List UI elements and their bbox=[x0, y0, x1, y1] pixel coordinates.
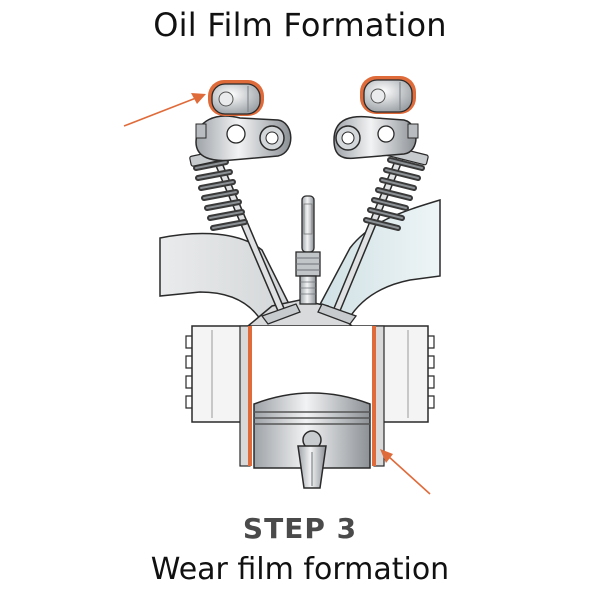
callout-arrow-cylinder bbox=[380, 449, 431, 495]
callout-arrow-cam bbox=[123, 93, 206, 127]
connecting-rod bbox=[297, 445, 327, 489]
exhaust-valve bbox=[317, 144, 408, 325]
step-label: STEP 3 bbox=[242, 512, 358, 545]
diagram-title: Oil Film Formation bbox=[153, 6, 447, 44]
exhaust-valve-spring bbox=[363, 144, 429, 231]
piston bbox=[253, 392, 371, 469]
oil-film-cylinder-right bbox=[372, 326, 376, 466]
rocker-arm-left bbox=[195, 115, 292, 162]
rocker-arm-right bbox=[333, 115, 419, 160]
step-description: Wear film formation bbox=[150, 552, 450, 587]
engine-valvetrain-diagram bbox=[123, 76, 441, 495]
cam-roller-left bbox=[208, 80, 264, 116]
oil-film-cylinder-left bbox=[248, 326, 252, 466]
spark-plug bbox=[295, 195, 321, 305]
cam-roller-right bbox=[360, 76, 416, 114]
